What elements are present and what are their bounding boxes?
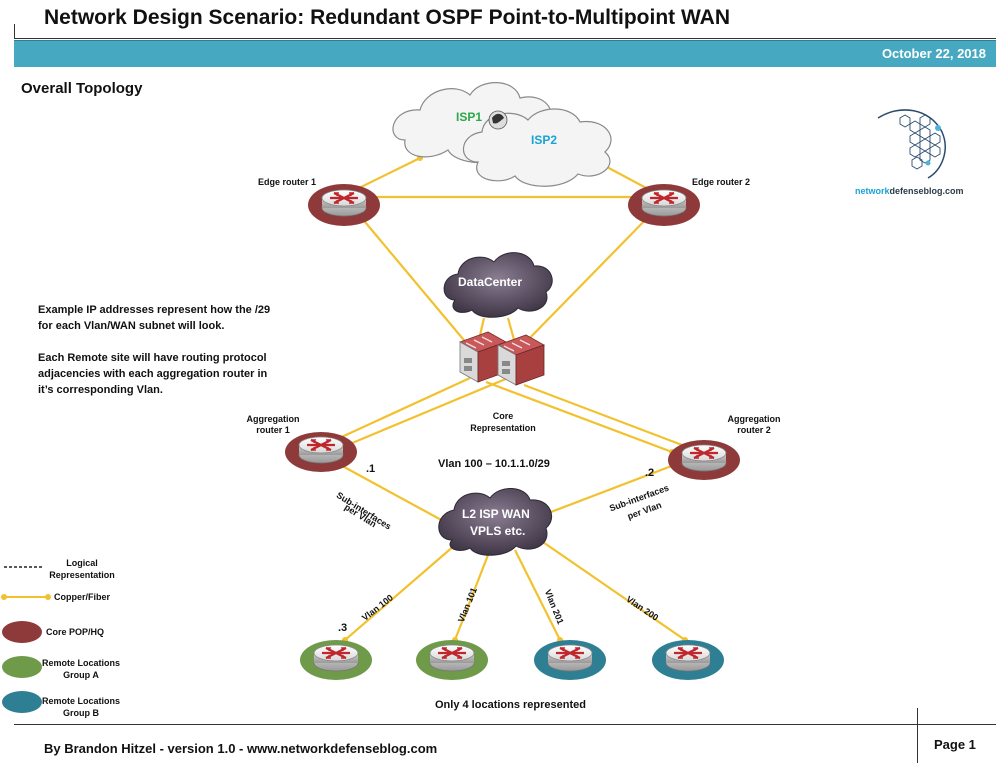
header-banner: October 22, 2018	[14, 40, 996, 67]
logo-mark	[877, 109, 946, 179]
section-title: Overall Topology	[21, 80, 143, 97]
legend-group-b-line-2: Group B	[63, 708, 99, 718]
edge-router-2	[628, 184, 700, 226]
legend-group-a-line-1: Remote Locations	[41, 658, 120, 668]
aggregation-router-1	[285, 432, 357, 472]
legend-copper-label: Copper/Fiber	[54, 592, 111, 602]
globe-icon	[488, 110, 508, 130]
remote-locations-note: Only 4 locations represented	[435, 699, 586, 711]
note-line-5: it’s corresponding Vlan.	[38, 384, 163, 396]
logo-text-domain: defenseblog.com	[889, 186, 964, 196]
legend-core-swatch	[2, 621, 42, 643]
edge-router-1	[308, 184, 380, 226]
core-switch-right	[497, 334, 545, 386]
title-divider	[14, 38, 996, 39]
aggregation-router-1-label-line-1: Aggregation	[246, 414, 300, 424]
legend-symbols	[1, 566, 51, 713]
legend-logical-line-1: Logical	[66, 558, 98, 568]
edge-router-1-label: Edge router 1	[258, 177, 317, 187]
link-core-agg1-a	[334, 377, 471, 441]
wan-label-line-1: L2 ISP WAN	[462, 507, 530, 521]
footer-vertical-divider	[917, 708, 918, 763]
page-number: Page 1	[934, 737, 976, 752]
remote-router-group-b-1	[534, 640, 606, 680]
wan-label-line-2: VPLS etc.	[470, 524, 526, 538]
note-line-3: Each Remote site will have routing proto…	[38, 352, 267, 364]
link-agg2-wan	[529, 460, 683, 522]
core-label-line-2: Representation	[470, 423, 536, 433]
legend-core-label: Core POP/HQ	[46, 627, 105, 637]
link-wan-remote3	[514, 549, 561, 641]
isp1-label: ISP1	[456, 110, 483, 124]
note-line-4: adjacencies with each aggregation router…	[38, 368, 268, 380]
remote-router-group-a-1	[300, 640, 372, 680]
link-core-agg2-a	[485, 380, 673, 454]
aggregation-router-1-label-line-2: router 1	[256, 425, 290, 435]
link-wan-remote1	[344, 544, 456, 641]
link-edge2-core	[519, 209, 656, 349]
ip-agg1-label: .1	[366, 463, 376, 475]
link-core-agg2-b	[523, 383, 691, 450]
header-date: October 22, 2018	[881, 46, 986, 61]
legend-group-b-line-1: Remote Locations	[41, 696, 120, 706]
edge-router-2-label: Edge router 2	[692, 177, 751, 187]
datacenter-label: DataCenter	[458, 275, 523, 289]
footer-divider	[14, 724, 996, 725]
wan-cloud	[438, 488, 552, 556]
ip-remote-label: .3	[338, 622, 348, 634]
link-edge1-core	[354, 209, 469, 346]
aggregation-router-2	[668, 440, 740, 480]
legend-group-a-line-2: Group A	[63, 670, 99, 680]
legend-group-b-swatch	[2, 691, 42, 713]
logo-text: networkdefenseblog.com	[855, 186, 964, 196]
link-wan-remote4	[539, 539, 686, 641]
links-layer	[334, 157, 691, 641]
logo-text-network: network	[855, 186, 890, 196]
legend-logical-line-2: Representation	[49, 570, 115, 580]
datacenter-cloud	[443, 252, 553, 318]
page-title: Network Design Scenario: Redundant OSPF …	[44, 6, 730, 29]
link-core-agg1-b	[344, 376, 509, 448]
link-agg1-wan	[334, 461, 457, 529]
aggregation-router-2-label-line-2: router 2	[737, 425, 771, 435]
note-line-2: for each Vlan/WAN subnet will look.	[38, 320, 225, 332]
ip-agg2-label: .2	[645, 467, 655, 479]
title-divider-tick	[14, 24, 15, 39]
legend-group-a-swatch	[2, 656, 42, 678]
link-edge1-isp	[354, 157, 421, 191]
remote-router-group-a-2	[416, 640, 488, 680]
vlan-subnet-label: Vlan 100 – 10.1.1.0/29	[438, 458, 550, 470]
isp2-label: ISP2	[531, 133, 558, 147]
link-endpoints	[332, 155, 693, 643]
note-line-1: Example IP addresses represent how the /…	[38, 304, 271, 316]
remote-router-group-b-2	[652, 640, 724, 680]
link-wan-remote2	[453, 554, 490, 641]
footer-author: By Brandon Hitzel - version 1.0 - www.ne…	[44, 741, 438, 756]
aggregation-router-2-label-line-1: Aggregation	[727, 414, 781, 424]
core-label-line-1: Core	[492, 411, 514, 421]
